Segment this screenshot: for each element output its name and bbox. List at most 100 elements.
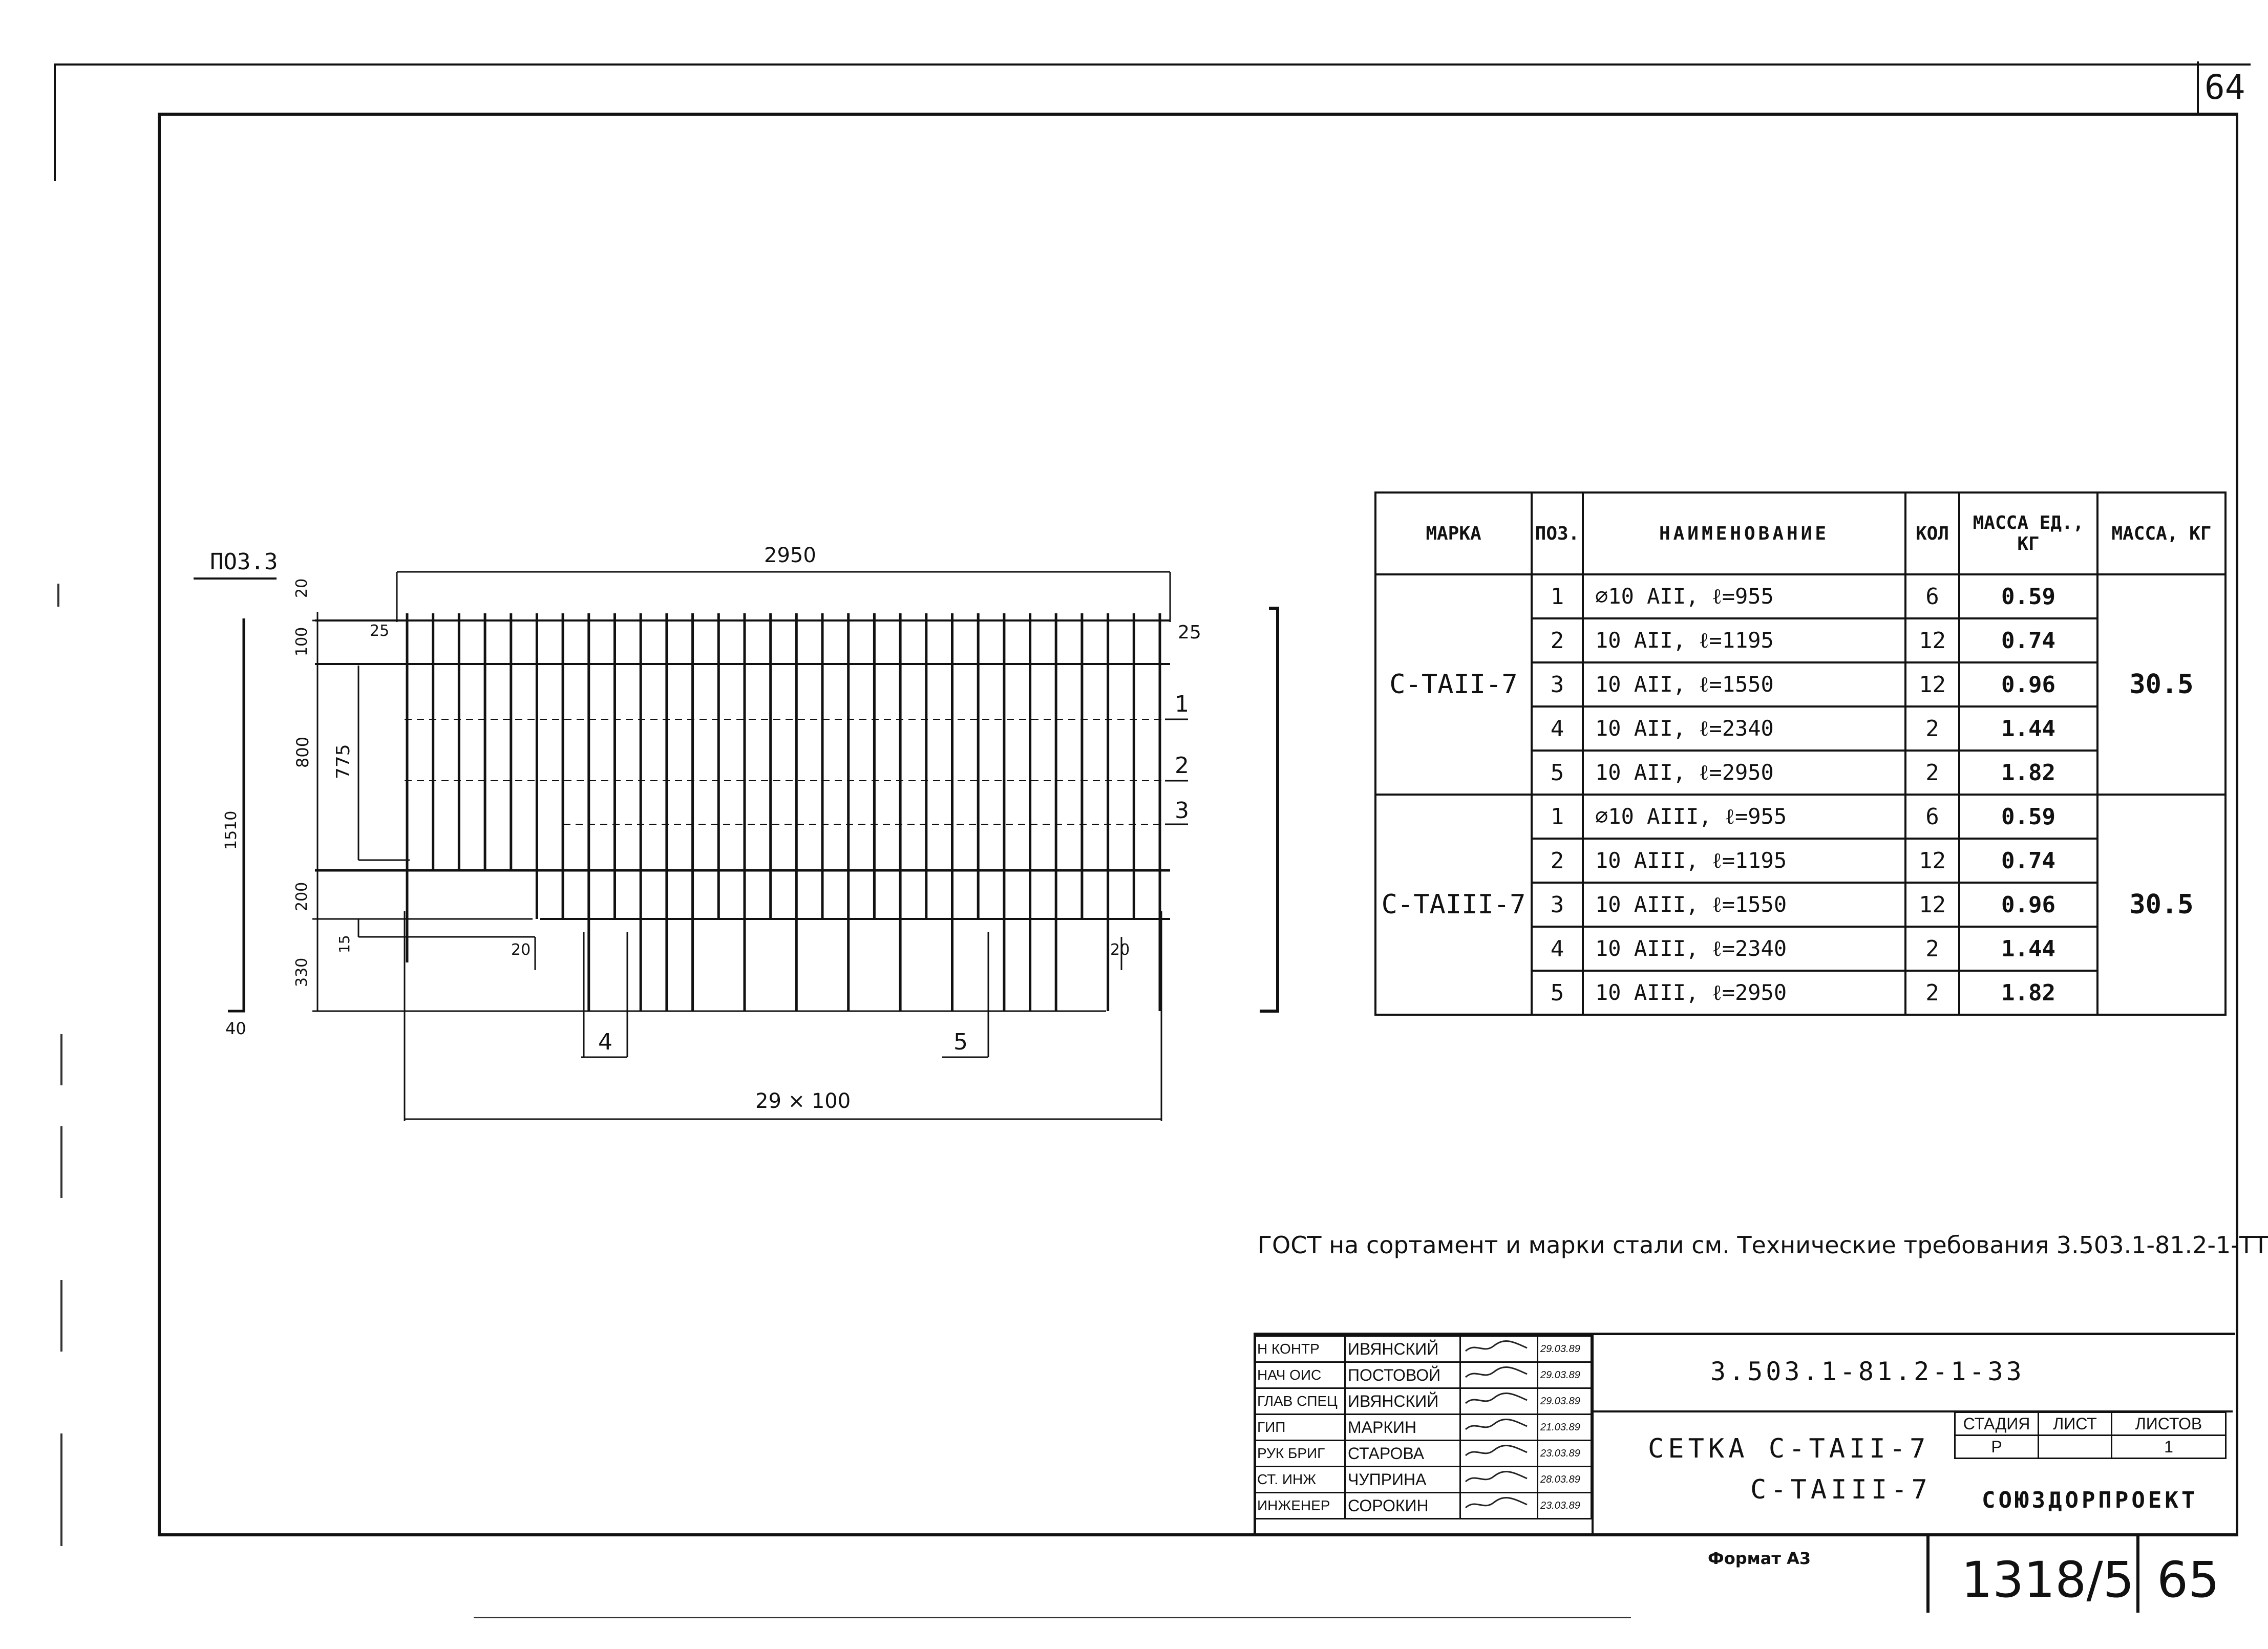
pos-cell: 4 <box>1531 926 1584 972</box>
name-cell: 10 АII, ℓ=2950 <box>1582 749 1906 796</box>
dim-40: 40 <box>225 1019 246 1038</box>
qty-cell: 12 <box>1904 661 1960 708</box>
unit-mass-cell: 1.44 <box>1958 705 2099 752</box>
pos-cell: 1 <box>1531 573 1584 619</box>
staff-name: ИВЯНСКИЙ <box>1344 1387 1461 1415</box>
staff-name: СТАРОВА <box>1344 1440 1461 1467</box>
page-number-bottom: 65 <box>2157 1551 2220 1609</box>
outer-frame-left-line <box>54 63 56 181</box>
dim-spacing: 29 × 100 <box>755 1089 851 1113</box>
signature <box>1459 1361 1538 1389</box>
name-cell: ⌀10 АII, ℓ=955 <box>1582 573 1906 619</box>
callout-1: 1 <box>1175 691 1189 717</box>
header-unit-mass: МАССА ЕД., КГ <box>1958 491 2099 575</box>
staff-name: СОРОКИН <box>1344 1492 1461 1519</box>
staff-name: ЧУПРИНА <box>1344 1466 1461 1493</box>
qty-cell: 12 <box>1904 617 1960 663</box>
header-name: НАИМЕНОВАНИЕ <box>1582 491 1906 575</box>
header-mark: МАРКА <box>1374 491 1533 575</box>
pos-cell: 2 <box>1531 617 1584 663</box>
stage-value: Р <box>1954 1434 2039 1459</box>
header-total-mass: МАССА, КГ <box>2096 491 2227 575</box>
staff-date: 29.03.89 <box>1537 1387 1592 1415</box>
header-pos: ПОЗ. <box>1531 491 1584 575</box>
staff-role: ГЛАВ СПЕЦ <box>1254 1387 1346 1415</box>
staff-date: 21.03.89 <box>1537 1414 1592 1441</box>
name-cell: ⌀10 АIII, ℓ=955 <box>1582 794 1906 840</box>
staff-date: 29.03.89 <box>1537 1361 1592 1389</box>
stage-table: СТАДИЯ ЛИСТ ЛИСТОВ Р 1 <box>1954 1411 2227 1459</box>
staff-role: ГИП <box>1254 1414 1346 1441</box>
unit-mass-cell: 1.44 <box>1958 926 2099 972</box>
view-label: ПОЗ.3 <box>210 549 278 575</box>
dim-25-right: 25 <box>1178 622 1201 643</box>
signature <box>1459 1440 1538 1467</box>
qty-cell: 6 <box>1904 573 1960 619</box>
pos-cell: 4 <box>1531 705 1584 752</box>
drawing-title-line1: СЕТКА С-ТАII-7 <box>1648 1433 1930 1464</box>
name-cell: 10 АIII, ℓ=2340 <box>1582 926 1906 972</box>
unit-mass-cell: 1.82 <box>1958 749 2099 796</box>
drawing-title-line2: С-ТАIII-7 <box>1750 1474 1932 1505</box>
dim-total-length: 2950 <box>764 544 816 567</box>
title-block-divider <box>1592 1410 2233 1412</box>
signature <box>1459 1387 1538 1415</box>
header-qty: КОЛ <box>1904 491 1960 575</box>
qty-cell: 6 <box>1904 794 1960 840</box>
spec-header-row: МАРКА ПОЗ. НАИМЕНОВАНИЕ КОЛ МАССА ЕД., К… <box>1374 491 2227 575</box>
rebar-vertical-group <box>406 613 1161 1011</box>
staff-role: Н КОНТР <box>1254 1335 1346 1363</box>
margin-mark <box>57 584 59 607</box>
staff-date: 23.03.89 <box>1537 1440 1592 1467</box>
unit-mass-cell: 0.59 <box>1958 573 2099 619</box>
pos-cell: 5 <box>1531 970 1584 1016</box>
staff-role: НАЧ ОИС <box>1254 1361 1346 1389</box>
document-code: 3.503.1-81.2-1-33 <box>1710 1357 2025 1386</box>
pos-cell: 1 <box>1531 794 1584 840</box>
qty-cell: 2 <box>1904 926 1960 972</box>
page-number-top: 64 <box>2205 68 2245 107</box>
page-number-box <box>2197 61 2252 113</box>
unit-mass-cell: 0.96 <box>1958 882 2099 928</box>
main-frame <box>158 113 2238 1536</box>
unit-mass-cell: 1.82 <box>1958 970 2099 1016</box>
signature <box>1459 1335 1538 1363</box>
archive-box-divider <box>2136 1536 2139 1613</box>
outer-frame-line <box>54 63 2251 66</box>
qty-cell: 12 <box>1904 838 1960 884</box>
signature <box>1459 1492 1538 1519</box>
archive-box-divider <box>1926 1536 1930 1613</box>
sheet-value <box>2038 1434 2112 1459</box>
stage-header: СТАДИЯ <box>1954 1411 2039 1436</box>
unit-mass-cell: 0.59 <box>1958 794 2099 840</box>
dim-25-left: 25 <box>370 622 390 640</box>
callout-leader <box>581 932 585 1058</box>
right-bracket <box>1260 607 1279 1013</box>
qty-cell: 2 <box>1904 749 1960 796</box>
unit-mass-cell: 0.74 <box>1958 838 2099 884</box>
mark-cell: С-ТАII-7 <box>1374 573 1533 796</box>
pos-cell: 5 <box>1531 749 1584 796</box>
sheets-value: 1 <box>2111 1434 2227 1459</box>
specification-table: МАРКА ПОЗ. НАИМЕНОВАНИЕ КОЛ МАССА ЕД., К… <box>1374 491 2227 1016</box>
margin-mark <box>60 1433 62 1546</box>
qty-cell: 2 <box>1904 970 1960 1016</box>
staff-name: ПОСТОВОЙ <box>1344 1361 1461 1389</box>
